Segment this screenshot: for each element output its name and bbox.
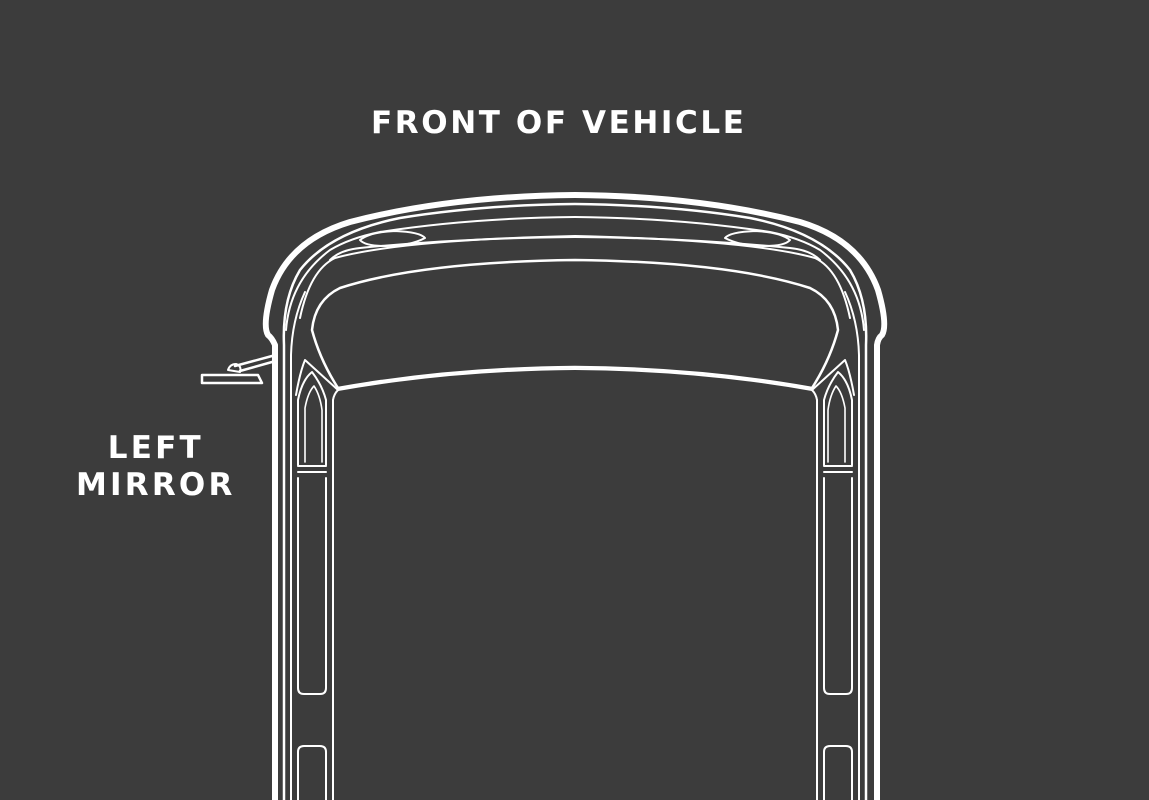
roof (332, 368, 818, 800)
windshield (310, 258, 840, 390)
right-a-pillar (811, 359, 855, 473)
right-door-panels (823, 477, 853, 800)
left-mirror-icon (200, 354, 274, 385)
left-mirror-label-line2: MIRROR (76, 467, 236, 503)
body-outline (262, 192, 888, 800)
left-a-pillar (295, 359, 339, 473)
left-mirror-label-line1: LEFT (107, 430, 204, 466)
front-of-vehicle-label: FRONT OF VEHICLE (371, 105, 747, 141)
hood (285, 216, 865, 331)
left-door-panels (297, 477, 327, 800)
left-mirror-label: LEFT MIRROR (76, 430, 236, 504)
